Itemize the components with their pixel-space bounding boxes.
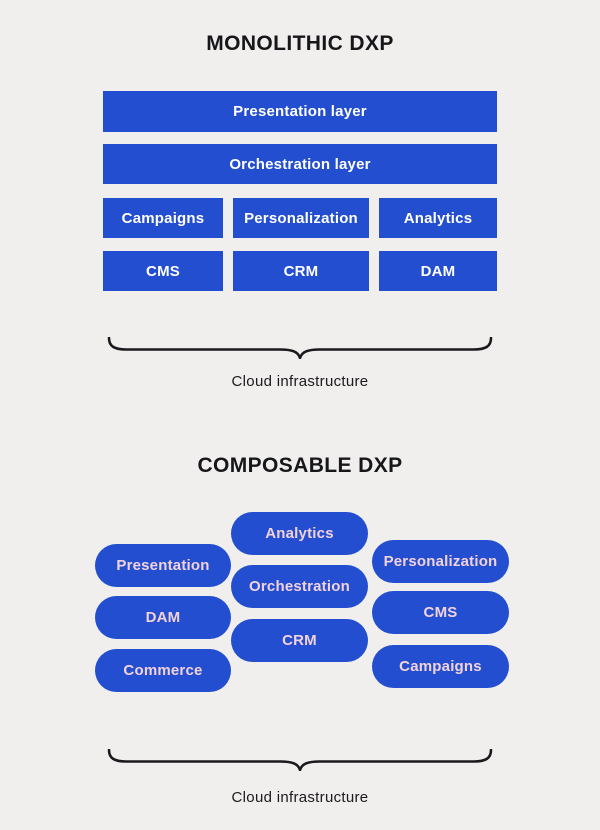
- module-box-personalization: Personalization: [233, 198, 369, 238]
- pill-campaigns: Campaigns: [372, 645, 509, 688]
- pill-crm: CRM: [231, 619, 368, 662]
- pill-orchestration: Orchestration: [231, 565, 368, 608]
- brace-icon: [107, 749, 493, 771]
- layer-bar-orchestration: Orchestration layer: [103, 144, 497, 184]
- pill-analytics: Analytics: [231, 512, 368, 555]
- monolithic-title: MONOLITHIC DXP: [206, 32, 394, 55]
- module-box-cms: CMS: [103, 251, 223, 291]
- pill-personalization: Personalization: [372, 540, 509, 583]
- composable-title: COMPOSABLE DXP: [197, 454, 403, 477]
- module-box-dam: DAM: [379, 251, 497, 291]
- module-box-crm: CRM: [233, 251, 369, 291]
- pill-dam: DAM: [95, 596, 231, 639]
- layer-bar-presentation: Presentation layer: [103, 91, 497, 132]
- module-box-analytics: Analytics: [379, 198, 497, 238]
- pill-commerce: Commerce: [95, 649, 231, 692]
- cloud-infrastructure-label: Cloud infrastructure: [231, 373, 369, 390]
- module-box-campaigns: Campaigns: [103, 198, 223, 238]
- brace-icon: [107, 337, 493, 359]
- pill-cms: CMS: [372, 591, 509, 634]
- cloud-infrastructure-label: Cloud infrastructure: [231, 789, 369, 806]
- pill-presentation: Presentation: [95, 544, 231, 587]
